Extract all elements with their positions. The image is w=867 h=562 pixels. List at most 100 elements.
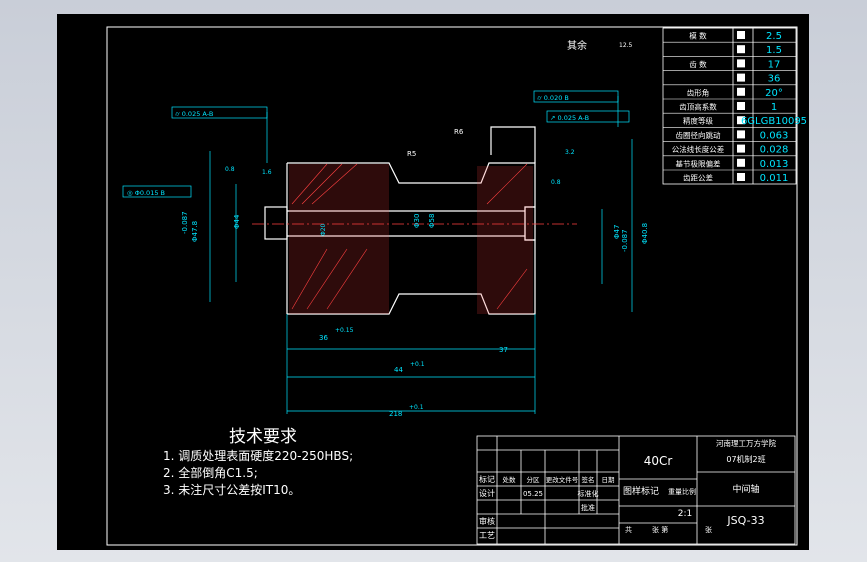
title-col-3: 签名: [582, 475, 595, 484]
drawing-no-text: JSQ-33: [726, 514, 764, 527]
weight-label: 重量: [668, 488, 682, 496]
dim-l4: 37: [499, 346, 508, 354]
tolerance-frame-1: ⌭ 0.025 A-B: [175, 110, 213, 118]
gear-param-value: 2.5: [766, 31, 782, 42]
hatching: [291, 163, 528, 310]
part-name-text: 中间轴: [732, 483, 759, 495]
drawing-svg: 模 数 2.5 1.5 齿 数 17 36 齿形角 20° 齿顶高系数 1 精度等级 6GLGB100…: [106, 26, 807, 546]
tolerance-frame-2: ⌭ 0.020 B: [537, 94, 569, 102]
gear-param-value: 1: [771, 102, 777, 113]
gear-param-symbol-icon: [737, 59, 745, 68]
gear-param-symbol-icon: [737, 116, 745, 125]
gear-param-value: 0.011: [760, 173, 789, 184]
tech-item-2: 2. 全部倒角C1.5;: [163, 466, 258, 480]
title-block-grid: [476, 435, 796, 545]
gear-param-symbol-icon: [737, 158, 745, 167]
dim-d2: Φ58: [428, 214, 436, 228]
dim-r1: R6: [454, 128, 464, 136]
dim-l2: 44: [394, 366, 403, 374]
dim-tol2: -0.087: [621, 229, 629, 252]
class-text: 07机制2班: [726, 454, 765, 464]
dim-d4: Φ40.8: [641, 223, 649, 244]
gear-param-symbol-icon: [737, 102, 745, 110]
gear-param-label: 齿顶高系数: [679, 102, 717, 112]
title-row-mark: 标记: [479, 474, 495, 484]
school-text: 河南理工万方学院: [716, 438, 776, 448]
dim-d7: Φ20: [320, 223, 327, 236]
roughness-ra3: 3.2: [565, 149, 575, 156]
gear-param-label: 基节极限偏差: [676, 158, 721, 168]
title-row-process: 工艺: [479, 531, 495, 540]
dim-r2: R5: [407, 150, 416, 158]
gear-param-symbol-icon: [737, 130, 745, 139]
material-text: 40Cr: [644, 454, 673, 468]
tech-item-3: 3. 未注尺寸公差按IT10。: [163, 483, 301, 497]
approve-label: 批准: [581, 503, 595, 512]
gear-param-label: 公法线长度公差: [672, 144, 725, 154]
scale-label: 比例: [682, 487, 696, 496]
part-outline: [264, 126, 536, 315]
gear-param-value: 17: [768, 59, 781, 70]
tolerance-frame-3: ↗ 0.025 A-B: [550, 114, 589, 122]
gear-param-label: 模 数: [689, 31, 707, 41]
dim-l5: +0.15: [335, 327, 354, 334]
gear-param-label: 齿形角: [687, 87, 710, 97]
std-label: 标准化: [578, 489, 599, 498]
title-row-review: 审核: [479, 516, 495, 526]
title-row-design: 设计: [479, 488, 495, 498]
tech-title: 技术要求: [229, 427, 297, 447]
gear-param-symbol-icon: [737, 31, 745, 39]
drawing-canvas[interactable]: 模 数 2.5 1.5 齿 数 17 36 齿形角 20° 齿顶高系数 1 精度等级 6GLGB100…: [57, 14, 809, 550]
dim-d1: Φ30: [413, 214, 421, 228]
gear-params-rows: 模 数 2.5 1.5 齿 数 17 36 齿形角 20° 齿顶高系数 1 精度等级 6GLGB100…: [663, 27, 807, 184]
dim-d3: Φ47: [613, 225, 621, 239]
gear-param-symbol-icon: [737, 144, 745, 153]
dim-d5: Φ44: [233, 214, 241, 229]
roughness-ra1: 0.8: [225, 166, 235, 173]
scale-text: 2:1: [678, 509, 692, 519]
title-col-0: 处数: [503, 475, 517, 484]
gear-param-value: 20°: [765, 88, 783, 99]
title-col-2: 更改文件号: [546, 475, 579, 484]
gear-param-value: 0.063: [760, 130, 789, 141]
tolerance-frame-4: ◎ Φ0.015 B: [127, 189, 165, 197]
dim-l6: +0.1: [410, 361, 425, 368]
gear-param-value: 0.013: [760, 159, 789, 170]
tech-item-1: 1. 调质处理表面硬度220-250HBS;: [163, 449, 354, 463]
gear-param-value: 1.5: [766, 45, 782, 56]
dim-l7: +0.1: [409, 404, 424, 411]
gear-param-label: 齿距公差: [683, 173, 713, 183]
title-col-1: 分区: [527, 475, 541, 484]
design-date: 05.25: [523, 490, 543, 498]
roughness-label: 其余: [567, 39, 587, 52]
sheet-end: 张: [705, 525, 712, 534]
roughness-ra2: 1.6: [262, 169, 272, 176]
outer-frame: [106, 26, 798, 546]
hatch-right: [477, 166, 533, 314]
gear-param-symbol-icon: [737, 45, 745, 54]
gear-param-symbol-icon: [737, 87, 745, 96]
title-block-texts: 40Cr 河南理工万方学院 07机制2班中间轴 JSQ-33 2:1 图样标记 重量比例共 张…: [479, 438, 776, 540]
sheet-of: 张 第: [652, 525, 668, 534]
hatch-left: [289, 164, 389, 314]
dim-d6: Φ47.8: [191, 221, 199, 242]
roughness-ra4: 0.8: [551, 179, 561, 186]
gear-param-label: 精度等级: [683, 116, 713, 126]
dimension-lines: [122, 90, 633, 414]
dim-tol1: -0.087: [181, 211, 189, 234]
stage-label: 图样标记: [623, 485, 659, 497]
gear-param-value: 0.028: [760, 145, 789, 156]
gear-param-value: 6GLGB10095: [741, 116, 807, 127]
gear-param-symbol-icon: [737, 73, 745, 82]
gear-param-symbol-icon: [737, 173, 745, 181]
sheet-label: 共: [625, 525, 632, 534]
gear-param-value: 36: [768, 74, 781, 85]
title-col-4: 日期: [602, 476, 616, 484]
dim-l1: 36: [319, 334, 328, 342]
gear-param-label: 齿 数: [689, 59, 707, 69]
roughness-value: 12.5: [619, 42, 633, 49]
gear-param-label: 齿圈径向跳动: [676, 130, 721, 140]
dim-l3: 218: [389, 410, 402, 418]
